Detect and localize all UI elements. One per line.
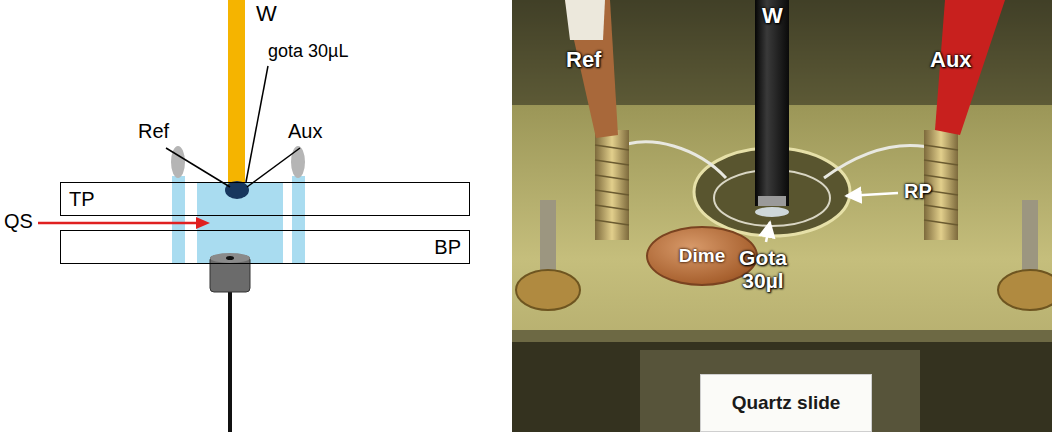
quartz-slide-label: Quartz slide (700, 374, 872, 432)
thumb-screw (516, 270, 580, 310)
light-label: QS (4, 210, 33, 232)
working-electrode (228, 0, 245, 186)
ref-electrode-tip (171, 146, 185, 178)
leader-line (246, 66, 268, 182)
stage-base (512, 330, 1052, 432)
aux-wire (824, 146, 940, 178)
thumb-screw (998, 270, 1052, 310)
drop-arrow (766, 222, 770, 242)
aux-pin (292, 176, 305, 264)
electrode-label: W (256, 2, 277, 26)
node-text: Quartz slide (732, 392, 841, 414)
electrode-label: Ref (138, 120, 169, 142)
photo-background (512, 0, 1052, 432)
optical-fiber (228, 290, 232, 432)
photo-label: Aux (930, 48, 972, 72)
solution-region (197, 182, 283, 264)
aux-electrode-tip (291, 146, 305, 178)
drop (755, 207, 789, 217)
top-plate: TP (60, 182, 470, 216)
node-text: Dime (679, 245, 725, 267)
ref-wire (612, 142, 726, 178)
drop (225, 181, 249, 199)
working-electrode-rod (755, 0, 789, 206)
drop-label: gota 30µL (268, 42, 348, 62)
electrode-label: Aux (288, 120, 322, 142)
plate-edge (512, 330, 1052, 342)
photo-label: Gota 30µl (722, 246, 804, 292)
screw-thread (540, 200, 556, 275)
bottom-plate: BP (60, 230, 470, 264)
quartz-slide (640, 350, 920, 432)
electrode-tip (758, 196, 786, 206)
screw-thread (1022, 200, 1038, 275)
light-arrow-head (196, 217, 210, 229)
ref-clip (565, 0, 618, 138)
rp-arrow (846, 193, 898, 196)
photo-label: W (762, 4, 783, 28)
photo-label: Ref (566, 48, 601, 72)
ref-clip-sleeve (565, 0, 605, 40)
photo-label: RP (904, 180, 932, 202)
node-text: TP (69, 188, 95, 211)
light-arrow (38, 222, 198, 225)
node-text: BP (434, 236, 461, 259)
fiber-connector-top (210, 253, 250, 263)
ref-binding-post (595, 130, 629, 240)
ref-pin (172, 176, 185, 264)
fiber-core (226, 256, 234, 260)
